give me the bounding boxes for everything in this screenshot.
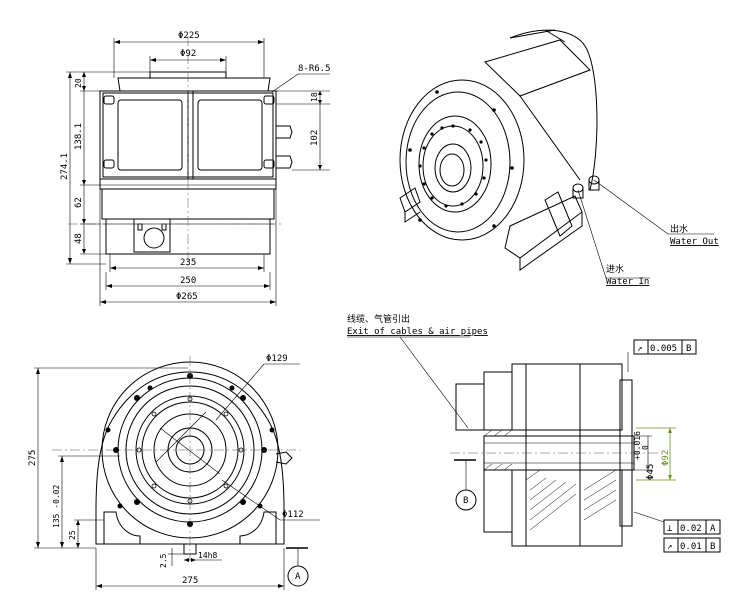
tol-bot1-sym: ⊥ [667,524,673,534]
dim-d92-section: Φ92 [661,450,671,466]
tol-top-ref: B [686,344,691,354]
end-view: Φ129 Φ112 275 135 -0.02 25 2.5 14h8 275 [28,354,320,590]
dim-d112: Φ112 [282,510,304,520]
dim-d225: Φ225 [178,31,200,41]
dim-d129: Φ129 [266,354,288,364]
dim-h48: 48 [74,233,84,244]
dim-d92: Φ92 [180,49,196,59]
water-out-en: Water Out [670,237,719,247]
isometric-view: 出水 Water Out 进水 Water In [399,29,719,287]
dim-d45-tol-hi: +0.016 [633,431,642,460]
water-in-cn: 进水 [606,263,624,275]
dim-h275: 275 [28,450,38,466]
tol-bot2-sym: ↗ [667,542,672,552]
dim-h138: 138.1 [74,123,84,150]
water-out-cn: 出水 [670,223,688,235]
dim-v18: 18 [310,92,319,102]
cable-exit-en: Exit of cables & air pipes [347,327,488,337]
dim-h135: 135 -0.02 [52,484,61,528]
dim-r8: 8-R6.5 [298,64,331,74]
dim-w235: 235 [180,258,196,268]
dim-d45: Φ45 [646,464,656,480]
bolt-ring [408,90,514,228]
tol-bot2-ref: B [710,542,715,552]
water-in-en: Water In [606,277,649,287]
dim-d45-tol-lo: 0 [641,445,650,450]
datum-b: B [463,496,468,506]
tol-bot1-ref: A [710,524,716,534]
section-hatch [483,429,617,531]
dim-w250: 250 [180,276,196,286]
dim-h25: 25 [68,530,77,540]
tol-bot2-val: 0.01 [680,542,702,552]
front-view: Φ225 Φ92 8-R6.5 274.1 20 138.1 62 48 [60,31,331,306]
tol-top-sym: ↗ [637,344,642,354]
dim-d265: Φ265 [176,292,198,302]
datum-a: A [295,572,301,582]
tol-top-val: 0.005 [650,344,677,354]
cable-exit-cn: 线缆、气管引出 [347,313,410,325]
dim-h20: 20 [74,78,83,88]
dim-v102: 102 [310,130,320,146]
dim-h274: 274.1 [60,153,70,180]
dim-h62: 62 [74,197,84,208]
dim-w275: 275 [182,576,198,586]
tol-bot1-val: 0.02 [680,524,702,534]
section-view: 线缆、气管引出 Exit of cables & air pipes [347,313,721,553]
dim-w14: 14h8 [198,551,217,560]
dim-h2-5: 2.5 [159,553,168,568]
